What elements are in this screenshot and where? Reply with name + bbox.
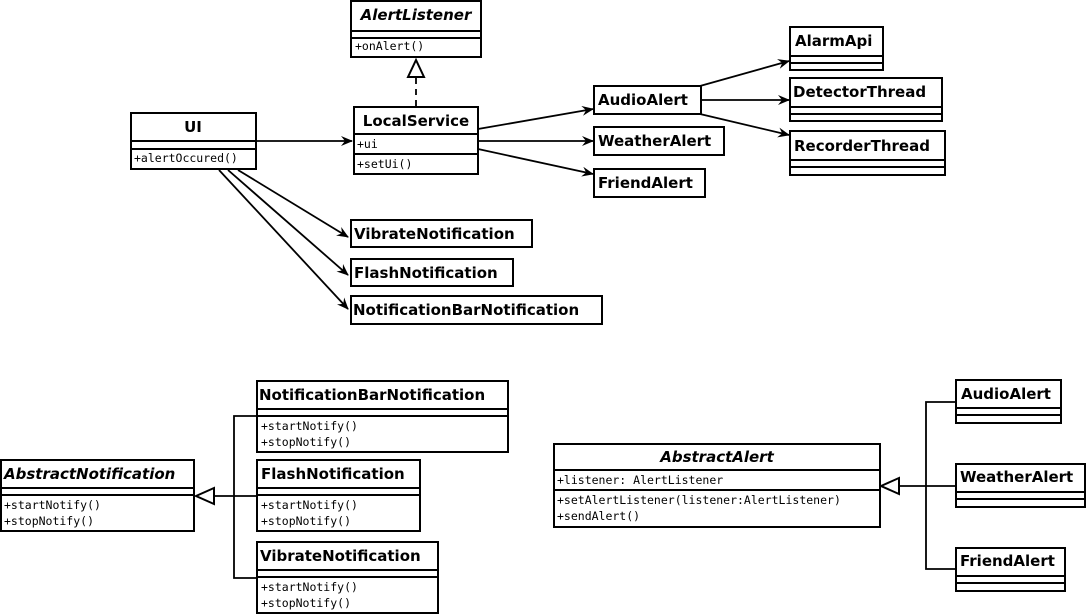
class-ui[interactable]: UI +alertOccured() — [130, 112, 257, 170]
operation: +setUi() — [357, 157, 412, 171]
class-name: WeatherAlert — [598, 132, 711, 150]
class-friendalert[interactable]: FriendAlert — [593, 168, 706, 198]
class-abstractnotification[interactable]: AbstractNotification +startNotify() +sto… — [0, 459, 195, 532]
class-name: DetectorThread — [793, 83, 926, 101]
class-alertlistener[interactable]: AlertListener +onAlert() — [350, 0, 482, 58]
class-name: VibrateNotification — [354, 225, 515, 243]
assoc-audioalert-recorderthread — [699, 113, 790, 138]
operation: +stopNotify() — [261, 596, 351, 610]
class-flashnotification-sub[interactable]: FlashNotification +startNotify() +stopNo… — [256, 459, 421, 532]
operation: +onAlert() — [355, 39, 424, 53]
operation: +sendAlert() — [557, 509, 640, 523]
operation: +stopNotify() — [261, 514, 351, 528]
class-name: UI — [184, 118, 202, 136]
operation: +setAlertListener(listener:AlertListener… — [557, 493, 841, 507]
generalization-arrowhead-alert — [878, 476, 900, 496]
class-name: AbstractNotification — [3, 465, 175, 483]
operation: +alertOccured() — [134, 151, 238, 165]
class-notificationbarnotification[interactable]: NotificationBarNotification — [350, 295, 603, 325]
generalization-notifications-bus — [233, 415, 257, 579]
relations — [193, 57, 956, 579]
class-name: LocalService — [363, 112, 469, 130]
assoc-ui-flashnotification — [227, 169, 349, 276]
class-name: FriendAlert — [960, 552, 1055, 570]
operation: +startNotify() — [4, 498, 101, 512]
class-abstractalert[interactable]: AbstractAlert +listener: AlertListener +… — [553, 443, 881, 528]
assoc-localservice-audioalert — [477, 105, 594, 130]
class-name: AlertListener — [360, 6, 473, 24]
class-audioalert-sub[interactable]: AudioAlert — [955, 379, 1062, 424]
class-name: AbstractAlert — [659, 448, 774, 466]
attribute: +listener: AlertListener — [557, 473, 723, 487]
class-name: AudioAlert — [961, 385, 1051, 403]
class-name: AudioAlert — [598, 91, 688, 109]
class-alarmapi[interactable]: AlarmApi — [789, 26, 884, 71]
operation: +startNotify() — [261, 580, 358, 594]
operation: +startNotify() — [261, 498, 358, 512]
class-notificationbarnotification-sub[interactable]: NotificationBarNotification +startNotify… — [256, 380, 509, 453]
class-audioalert[interactable]: AudioAlert — [593, 85, 702, 115]
assoc-audioalert-alarmapi — [699, 59, 790, 87]
class-name: WeatherAlert — [960, 468, 1073, 486]
class-name: FriendAlert — [598, 174, 693, 192]
class-name: VibrateNotification — [260, 547, 421, 565]
generalization-arrowhead-notification — [193, 486, 215, 506]
class-vibratenotification-sub[interactable]: VibrateNotification +startNotify() +stop… — [256, 541, 439, 614]
assoc-localservice-friendalert — [477, 148, 594, 177]
class-weatheralert-sub[interactable]: WeatherAlert — [955, 463, 1086, 508]
class-friendalert-sub[interactable]: FriendAlert — [955, 547, 1066, 592]
attribute: +ui — [357, 137, 378, 151]
class-name: NotificationBarNotification — [353, 301, 579, 319]
class-recorderthread[interactable]: RecorderThread — [789, 130, 946, 176]
assoc-ui-notificationbarnotification — [218, 169, 349, 310]
operation: +stopNotify() — [261, 435, 351, 449]
class-weatheralert[interactable]: WeatherAlert — [593, 126, 725, 156]
realization-arrowhead — [406, 57, 426, 78]
class-vibratenotification[interactable]: VibrateNotification — [350, 219, 533, 248]
class-name: FlashNotification — [354, 264, 498, 282]
class-name: FlashNotification — [261, 465, 405, 483]
class-localservice[interactable]: LocalService +ui +setUi() — [353, 106, 479, 175]
class-flashnotification[interactable]: FlashNotification — [350, 258, 514, 287]
class-name: NotificationBarNotification — [259, 386, 485, 404]
class-name: AlarmApi — [795, 32, 872, 50]
operation: +startNotify() — [261, 419, 358, 433]
class-detectorthread[interactable]: DetectorThread — [789, 77, 943, 122]
assoc-ui-vibratenotification — [237, 169, 349, 238]
class-name: RecorderThread — [794, 137, 930, 155]
operation: +stopNotify() — [4, 514, 94, 528]
